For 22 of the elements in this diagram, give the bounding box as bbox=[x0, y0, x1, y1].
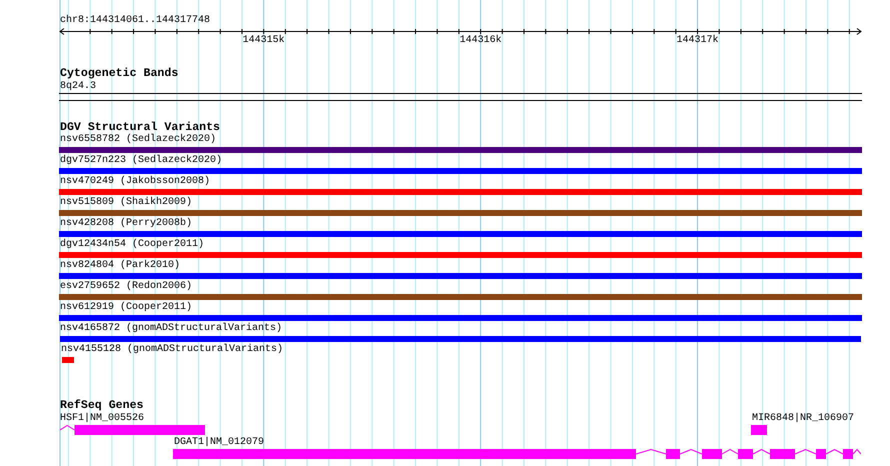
feature-label: esv2759652 (Redon2006) bbox=[59, 280, 192, 293]
track-title: RefSeq Genes bbox=[60, 399, 144, 412]
feature-label: nsv4165872 (gnomADStructuralVariants) bbox=[59, 322, 282, 335]
track-title: DGV Structural Variants bbox=[60, 121, 220, 134]
feature-label: nsv824804 (Park2010) bbox=[59, 259, 180, 272]
gene-label: HSF1|NM_005526 bbox=[59, 412, 144, 425]
feature-label: nsv428208 (Perry2008b) bbox=[59, 217, 192, 230]
tick-label: 144316k bbox=[460, 34, 502, 47]
feature-label: nsv4155128 (gnomADStructuralVariants) bbox=[60, 343, 284, 356]
band-label: 8q24.3 bbox=[59, 80, 96, 93]
gene-label: DGAT1|NM_012079 bbox=[173, 436, 264, 449]
feature-label: nsv6558782 (Sedlazeck2020) bbox=[59, 133, 216, 146]
track-title: Cytogenetic Bands bbox=[60, 67, 178, 80]
feature-label: dgv12434n54 (Cooper2011) bbox=[59, 238, 204, 251]
tick-label: 144315k bbox=[242, 34, 285, 47]
locus-label: chr8:144314061..144317748 bbox=[60, 14, 210, 27]
feature-label: nsv470249 (Jakobsson2008) bbox=[59, 175, 210, 188]
feature-label: nsv515809 (Shaikh2009) bbox=[59, 196, 192, 209]
tick-label: 144317k bbox=[676, 34, 719, 47]
feature-label: nsv612919 (Cooper2011) bbox=[59, 301, 192, 314]
gene-label: MIR6848|NR_106907 bbox=[751, 412, 854, 425]
feature-label: dgv7527n223 (Sedlazeck2020) bbox=[59, 154, 222, 167]
